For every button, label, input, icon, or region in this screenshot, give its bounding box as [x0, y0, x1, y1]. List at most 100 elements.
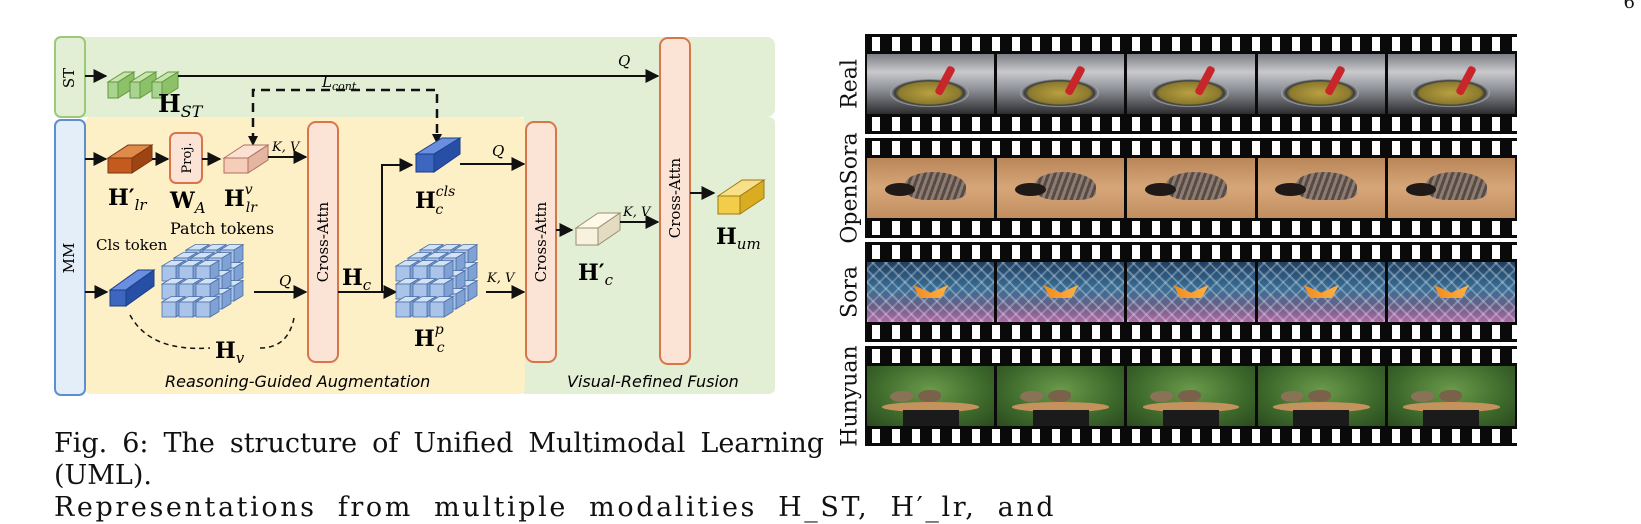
cross-attn-1-label: Cross-Attn [314, 201, 332, 282]
h-um-label: Hum [716, 224, 761, 253]
filmstrip-label-sora: Sora [835, 242, 865, 342]
cross-attn-2 [525, 121, 557, 363]
video-frame [1257, 262, 1385, 322]
cross-attn-2-label: Cross-Attn [532, 201, 550, 282]
filmstrip-opensora [865, 138, 1517, 238]
video-frame [1387, 54, 1516, 114]
l-cont-dashed-path [251, 88, 439, 142]
video-frame [1127, 158, 1255, 218]
w-a-label: WA [169, 188, 206, 217]
proj-label: Proj. [180, 143, 195, 174]
cross-attn-3 [659, 37, 691, 365]
filmstrip-label-text: OpenSora [837, 132, 863, 244]
h-v-brace [129, 314, 295, 350]
kv-label-2: K, V [486, 271, 516, 286]
filmstrip-label-text: Sora [837, 266, 863, 318]
film-frames [867, 158, 1516, 218]
film-perforations [865, 429, 1517, 443]
filmstrip-label-text: Real [837, 59, 863, 109]
vrf-region [520, 117, 775, 394]
video-frame [1127, 54, 1255, 114]
patch-token-cube [195, 301, 211, 318]
cls-token-block [108, 269, 156, 307]
film-perforations [865, 141, 1517, 155]
video-frame [1257, 158, 1385, 218]
h-c-prime-block [574, 212, 622, 246]
film-perforations [865, 349, 1517, 363]
patch-token-cube [178, 301, 194, 318]
filmstrip-sora [865, 242, 1517, 342]
h-c-prime-label: H′c [578, 260, 614, 289]
patch-token-cube [395, 301, 411, 318]
mm-label: MM [60, 243, 78, 274]
video-frame [1127, 366, 1255, 426]
patch-token-cube [161, 301, 177, 318]
mm-box [54, 119, 86, 396]
video-frame [997, 54, 1125, 114]
l-cont-label: Lcont [321, 73, 357, 93]
q-top-label: Q [618, 52, 630, 70]
caption-line-1: Fig. 6: The structure of Unified Multimo… [54, 428, 824, 491]
film-perforations [865, 37, 1517, 51]
video-frame [1387, 262, 1516, 322]
patch-token-cube [429, 301, 445, 318]
patch-tokens-label: Patch tokens [170, 219, 274, 238]
st-label: ST [60, 68, 78, 88]
page-number: 6 [1623, 0, 1635, 13]
cross-attn-3-label: Cross-Attn [666, 157, 684, 238]
kv-label-1: K, V [271, 140, 301, 155]
video-frame [867, 366, 995, 426]
q-patch-label: Q [279, 272, 291, 290]
rga-region-label: Reasoning-Guided Augmentation [165, 372, 430, 391]
filmstrip-label-text: Hunyuan [837, 345, 863, 447]
uml-architecture-diagram: ST MM HST Q Lcont H′lr Proj. WA [54, 36, 775, 396]
film-frames [867, 366, 1516, 426]
film-perforations [865, 245, 1517, 259]
filmstrip-label-real: Real [835, 34, 865, 134]
video-frame [1387, 366, 1516, 426]
film-frames [867, 262, 1516, 322]
video-frame [1387, 158, 1516, 218]
filmstrip-hunyuan [865, 346, 1517, 446]
cls-token-label: Cls token [96, 236, 168, 254]
cross-attn-1 [307, 121, 339, 363]
q-cls-label: Q [492, 142, 504, 160]
video-frame [997, 262, 1125, 322]
h-v-label: Hv [215, 338, 245, 367]
video-frame [867, 158, 995, 218]
l-cont-arrow-right [432, 134, 442, 144]
video-frame [867, 54, 995, 114]
filmstrip-label-opensora: OpenSora [835, 132, 865, 243]
film-perforations [865, 117, 1517, 131]
h-c-cls-block [414, 137, 462, 173]
vrf-region-label: Visual-Refined Fusion [567, 372, 739, 391]
h-lr-v-block [222, 144, 270, 174]
rga-region [85, 117, 525, 394]
h-um-block [716, 179, 766, 215]
video-frame [867, 262, 995, 322]
video-frame [1127, 262, 1255, 322]
video-frame [1257, 366, 1385, 426]
figure-caption: Fig. 6: The structure of Unified Multimo… [54, 428, 1057, 524]
caption-line-2: Representations from multiple modalities… [54, 492, 1057, 523]
filmstrip-real [865, 34, 1517, 134]
h-lr-prime-label: H′lr [108, 185, 147, 214]
filmstrip-label-hunyuan: Hunyuan [835, 345, 865, 447]
patch-tokens-block [160, 243, 245, 318]
h-c-label: Hc [342, 265, 372, 294]
film-perforations [865, 325, 1517, 339]
l-cont-arrow-left [248, 136, 258, 146]
video-frame [997, 366, 1125, 426]
h-st-label: HST [158, 89, 204, 121]
kv-label-3: K, V [622, 205, 652, 220]
film-perforations [865, 221, 1517, 235]
h-c-p-block [394, 243, 479, 318]
patch-token-cube [412, 301, 428, 318]
h-st-block [106, 71, 180, 99]
video-frame [1257, 54, 1385, 114]
video-frame [997, 158, 1125, 218]
